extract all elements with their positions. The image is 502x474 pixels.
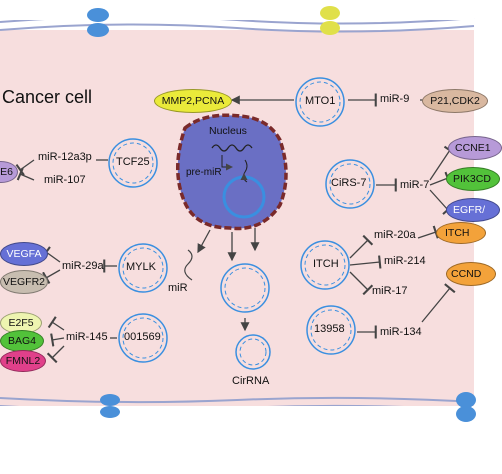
circ-label-001569: 001569 [124,331,161,343]
mirna-label-mir7: miR-7 [400,179,430,191]
mirna-label-mir12a3p: miR-12a3p [38,151,92,163]
cell-label: Cancer cell [2,87,93,107]
circrna-center [220,263,270,313]
mirna-label-mir134: miR-134 [380,326,422,338]
target-itch: ITCH [436,222,486,244]
circ-ring-mto1 [295,77,345,127]
mirna-label-mir107: miR-107 [44,174,86,186]
diagram-graphics [0,6,476,422]
target-vegfa: VEGFA [0,242,48,266]
mirna-label-mir17: miR-17 [372,285,408,297]
channel-bottom-left [100,394,120,418]
dna-strand [211,144,253,152]
target-vegfr2: VEGFR2 [0,270,48,294]
pre-mir-label: pre-miR [186,167,222,178]
circ-ring-tcf25 [108,138,158,188]
target-mmp2-pcna: MMP2,PCNA [154,89,232,113]
target-ccnd: CCND [446,262,496,286]
target-p21-cdk2: P21,CDK2 [422,89,488,113]
target-pik3cd: PIK3CD [446,167,500,191]
mirna-label-mir214: miR-214 [384,255,426,267]
target-bag4: BAG4 [0,330,44,352]
diagram-stage: Cancer cell Nucleus pre-miR miR CirRNA M… [0,6,502,422]
circ-ring-itch [300,240,350,290]
circ-label-13958: 13958 [314,323,345,335]
target-fmnl2: FMNL2 [0,350,46,372]
circ-ring-cirs7 [325,159,375,209]
mir-label: miR [168,282,188,294]
channel-top-left [87,8,109,37]
mirna-label-mir9: miR-9 [380,93,410,105]
target-e2f5: E2F5 [0,312,42,334]
circ-label-itch: ITCH [313,258,339,270]
channel-bottom-right [456,392,476,422]
target-ccne1: CCNE1 [448,136,502,160]
target-egfr: EGFR/ [446,198,500,222]
circ-label-mylk: MYLK [126,261,156,273]
mirna-label-mir20a: miR-20a [374,229,416,241]
circ-ring-001569 [118,313,168,363]
nucleus [176,113,288,231]
mirna-label-mir145: miR-145 [66,331,108,343]
circ-ring-mylk [118,243,168,293]
nucleus-label: Nucleus [209,125,247,137]
mir-strand [184,249,193,281]
circrna-bottom [235,334,271,370]
membrane-bottom-inner [0,396,475,404]
circ-label-tcf25: TCF25 [116,156,150,168]
mirna-label-mir29a: miR-29a [62,260,104,272]
membrane-top-inner [0,23,475,33]
circ-ring-13958 [306,305,356,355]
circrna-label: CirRNA [232,375,270,387]
circ-label-cirs7: CiRS-7 [331,177,367,189]
circ-label-mto1: MTO1 [305,95,336,107]
channel-top-right [320,6,340,35]
